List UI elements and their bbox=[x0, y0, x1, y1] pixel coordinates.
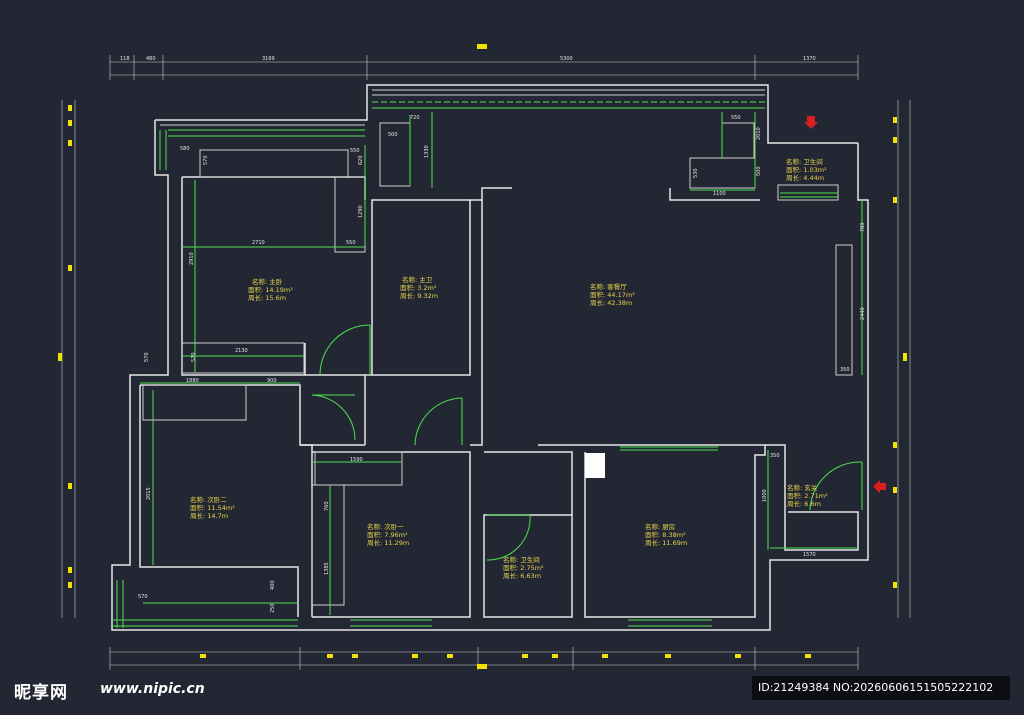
dim-label: 530 bbox=[693, 168, 699, 178]
entry-arrow-icon bbox=[873, 480, 886, 493]
dim-label: 570 bbox=[203, 155, 209, 165]
svg-text:周长: 11.69m: 周长: 11.69m bbox=[645, 538, 687, 547]
dim-label: 2010 bbox=[756, 127, 762, 140]
svg-text:名称: 玄关: 名称: 玄关 bbox=[787, 483, 818, 492]
dim-label: 500 bbox=[388, 132, 398, 138]
dim-label: 570 bbox=[191, 352, 197, 362]
svg-text:名称: 次卧一: 名称: 次卧一 bbox=[367, 522, 404, 531]
svg-text:面积: 14.19m²: 面积: 14.19m² bbox=[248, 285, 293, 294]
top-dim-5: 1370 bbox=[803, 56, 816, 62]
dim-label: 550 bbox=[350, 148, 360, 154]
svg-text:面积: 7.96m²: 面积: 7.96m² bbox=[367, 530, 408, 539]
room-master-bedroom: 名称: 主卧 面积: 14.19m² 周长: 15.6m bbox=[248, 277, 293, 302]
svg-text:名称: 客餐厅: 名称: 客餐厅 bbox=[590, 282, 627, 291]
dim-label: 2710 bbox=[252, 240, 265, 246]
top-dimension-labels: 118 480 3169 5300 1370 bbox=[120, 56, 816, 62]
dim-label: 1290 bbox=[358, 205, 364, 218]
svg-text:名称: 次卧二: 名称: 次卧二 bbox=[190, 495, 227, 504]
svg-text:名称: 卫生间: 名称: 卫生间 bbox=[503, 555, 540, 564]
svg-text:面积: 1.03m²: 面积: 1.03m² bbox=[786, 165, 827, 174]
dim-label: 1100 bbox=[713, 191, 726, 197]
dim-label: 550 bbox=[731, 115, 741, 121]
svg-text:周长: 11.29m: 周长: 11.29m bbox=[367, 538, 409, 547]
dim-label: 2130 bbox=[235, 348, 248, 354]
room-second-bedroom-1: 名称: 次卧一 面积: 7.96m² 周长: 11.29m bbox=[367, 522, 409, 547]
dim-label: 2440 bbox=[860, 307, 866, 320]
svg-text:面积: 2.75m²: 面积: 2.75m² bbox=[503, 563, 544, 572]
dim-label: 760 bbox=[324, 501, 330, 511]
dim-label: 1590 bbox=[350, 457, 363, 463]
top-dim-4: 5300 bbox=[560, 56, 573, 62]
windows bbox=[112, 101, 838, 628]
svg-text:周长: 4.44m: 周长: 4.44m bbox=[786, 173, 824, 182]
room-foyer: 名称: 玄关 面积: 2.71m² 周长: 6.6m bbox=[787, 483, 828, 508]
svg-text:名称: 厨房: 名称: 厨房 bbox=[645, 522, 675, 531]
dim-label: 400 bbox=[270, 580, 276, 590]
dim-label: 1000 bbox=[762, 489, 768, 502]
dim-label: 900 bbox=[267, 378, 277, 384]
dim-label: 550 bbox=[346, 240, 356, 246]
image-id-label: ID:21249384 NO:20260606151505222102 bbox=[752, 676, 1010, 700]
svg-text:周长: 6.6m: 周长: 6.6m bbox=[787, 499, 821, 508]
dim-label: 350 bbox=[840, 367, 850, 373]
svg-text:周长: 15.6m: 周长: 15.6m bbox=[248, 293, 286, 302]
interior-dimensions bbox=[140, 112, 863, 615]
dim-label: 570 bbox=[144, 352, 150, 362]
room-kitchen: 名称: 厨房 面积: 8.38m² 周长: 11.69m bbox=[645, 522, 687, 547]
svg-text:面积: 11.54m²: 面积: 11.54m² bbox=[190, 503, 235, 512]
svg-text:名称: 卫生间: 名称: 卫生间 bbox=[786, 157, 823, 166]
room-labels: 名称: 主卧 面积: 14.19m² 周长: 15.6m 名称: 主卫 面积: … bbox=[190, 157, 828, 580]
svg-text:面积: 2.71m²: 面积: 2.71m² bbox=[787, 491, 828, 500]
dim-label: 1385 bbox=[324, 562, 330, 575]
svg-text:周长: 14.7m: 周长: 14.7m bbox=[190, 511, 228, 520]
room-living-dining: 名称: 客餐厅 面积: 44.17m² 周长: 42.38m bbox=[590, 282, 635, 307]
dim-label: 720 bbox=[410, 115, 420, 121]
svg-text:名称: 主卫: 名称: 主卫 bbox=[402, 275, 433, 284]
axis-markers bbox=[58, 44, 907, 669]
dim-label: 2015 bbox=[146, 487, 152, 500]
top-dim-1: 118 bbox=[120, 56, 130, 62]
north-arrow-icon bbox=[804, 116, 818, 129]
doors bbox=[311, 324, 863, 561]
dim-label: 1880 bbox=[186, 378, 199, 384]
svg-text:周长: 6.63m: 周长: 6.63m bbox=[503, 571, 541, 580]
dim-label: 350 bbox=[770, 453, 780, 459]
svg-text:面积: 8.38m²: 面积: 8.38m² bbox=[645, 530, 686, 539]
dim-label: 570 bbox=[138, 594, 148, 600]
svg-text:名称: 主卧: 名称: 主卧 bbox=[252, 277, 283, 286]
dim-label: 500 bbox=[756, 166, 762, 176]
svg-text:周长: 9.32m: 周长: 9.32m bbox=[400, 291, 438, 300]
svg-text:面积: 44.17m²: 面积: 44.17m² bbox=[590, 290, 635, 299]
dim-label: 580 bbox=[180, 146, 190, 152]
dim-label: 1330 bbox=[424, 145, 430, 158]
dim-label: 780 bbox=[860, 222, 866, 232]
dimension-labels: 2710 550 2910 2130 570 1880 900 1590 201… bbox=[138, 115, 866, 613]
dim-label: 2910 bbox=[189, 252, 195, 265]
room-bathroom-small: 名称: 卫生间 面积: 1.03m² 周长: 4.44m bbox=[786, 157, 827, 182]
room-master-bath: 名称: 主卫 面积: 3.2m² 周长: 9.32m bbox=[400, 275, 438, 300]
watermark-url: www.nipic.cn bbox=[100, 681, 205, 697]
room-bathroom-2: 名称: 卫生间 面积: 2.75m² 周长: 6.63m bbox=[503, 555, 544, 580]
dim-label: 250 bbox=[270, 603, 276, 613]
room-second-bedroom-2: 名称: 次卧二 面积: 11.54m² 周长: 14.7m bbox=[190, 495, 235, 520]
top-dim-3: 3169 bbox=[262, 56, 275, 62]
top-dim-2: 480 bbox=[146, 56, 156, 62]
svg-text:面积: 3.2m²: 面积: 3.2m² bbox=[400, 283, 437, 292]
entrance-arrows bbox=[804, 116, 886, 493]
dim-label: 1570 bbox=[803, 552, 816, 558]
watermark-logo: 昵享网 bbox=[14, 683, 68, 703]
dim-label: 620 bbox=[358, 155, 364, 165]
svg-text:周长: 42.38m: 周长: 42.38m bbox=[590, 298, 632, 307]
